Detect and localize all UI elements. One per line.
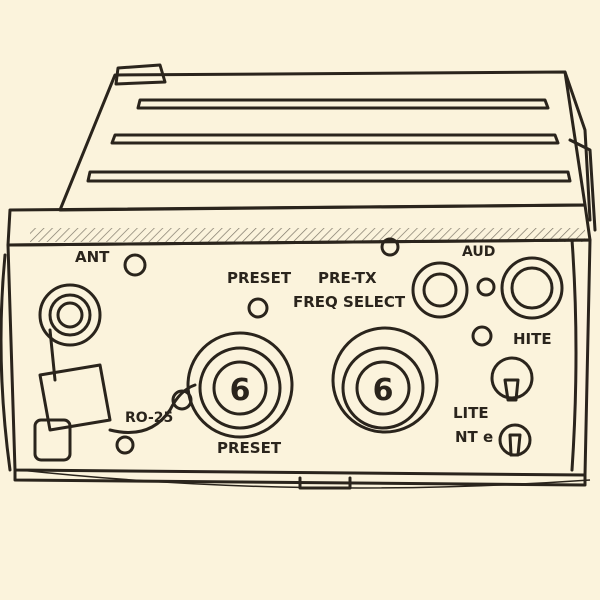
antenna-connector[interactable] [38,283,102,347]
preset-knob-value: 6 [230,373,251,408]
aud-indicator-lamp [476,277,496,297]
hite-toggle-switch[interactable] [490,356,534,402]
preset-bottom-label: PRESET [217,439,282,457]
freq-select-label: FREQ SELECT [293,293,406,311]
ro25-label: RO-25 [125,410,173,426]
nte-label: NT e [455,428,493,446]
lite-label: LITE [453,404,489,422]
front-panel [0,203,592,490]
ant-label: ANT [75,248,110,266]
multi-pin-connector[interactable] [500,256,564,320]
top-indicator-lamp [380,237,400,257]
lite-toggle-switch[interactable] [498,423,532,457]
aud-label: AUD [462,244,495,260]
preset-top-label: PRESET [227,269,292,287]
ro25-cable-connector[interactable] [33,328,197,462]
ant-indicator-lamp [123,253,147,277]
preset-indicator-lamp [247,297,269,319]
freq-knob-value: 6 [373,373,394,408]
pretx-label: PRE-TX [318,269,377,287]
hite-indicator-lamp [471,325,493,347]
hite-label: HITE [513,330,552,348]
preset-knob[interactable]: 6 [186,331,294,439]
freq-select-knob[interactable]: 6 [331,326,439,434]
aud-connector[interactable] [411,261,469,319]
